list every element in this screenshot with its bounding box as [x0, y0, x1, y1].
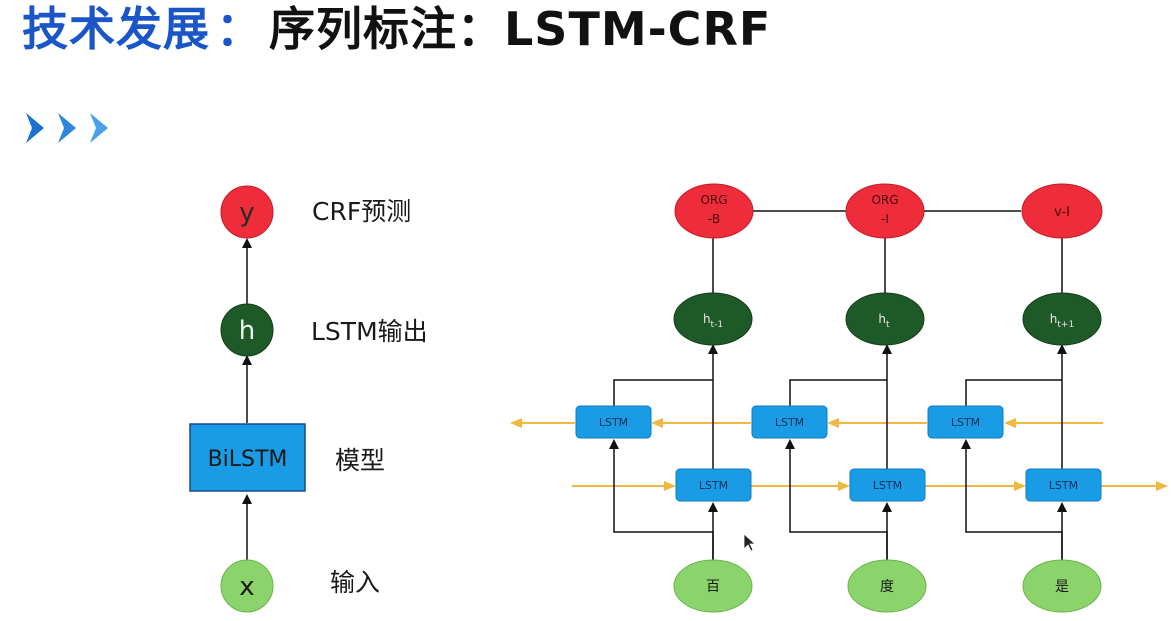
input-node — [847, 559, 927, 613]
forward-lstm-cells: LSTM LSTM LSTM — [675, 468, 1102, 502]
hidden-node — [845, 292, 925, 346]
legend-h-node — [220, 303, 274, 357]
legend-bilstm-box — [189, 423, 306, 492]
title-separator: ： — [216, 2, 263, 56]
title-highlight: 技术发展 — [22, 2, 210, 56]
input-node — [673, 559, 753, 613]
crf-output-nodes: ORG -B ORG -I v-I — [674, 183, 1103, 239]
lstm-cell — [927, 405, 1004, 439]
input-node-label: 度 — [880, 579, 894, 595]
page-title: 技术发展：序列标注：LSTM-CRF — [22, 0, 771, 60]
hidden-node-label: ht-1 — [703, 312, 723, 330]
lstm-cell — [751, 405, 828, 439]
crf-label: CRF预测 — [312, 197, 411, 226]
hidden-node — [1022, 292, 1102, 346]
hidden-node-label: ht+1 — [1050, 312, 1074, 330]
crf-node-line2: -I — [881, 212, 889, 226]
crf-node — [845, 183, 925, 239]
input-label: 输入 — [330, 568, 380, 597]
connectors — [609, 237, 1067, 561]
input-node-label: 百 — [706, 579, 720, 595]
hidden-state-nodes: ht-1 ht ht+1 — [673, 292, 1102, 346]
lstm-cell-label: LSTM — [599, 416, 628, 429]
lstm-cell — [575, 405, 652, 439]
lstm-cell-label: LSTM — [873, 479, 902, 492]
lstm-output-label: LSTM输出 — [311, 317, 428, 346]
title-text: 序列标注：LSTM-CRF — [269, 2, 772, 56]
legend-bilstm-text: BiLSTM — [208, 447, 288, 472]
lstm-cell-label: LSTM — [1049, 479, 1078, 492]
legend-y-node — [220, 185, 274, 239]
lstm-cell-label: LSTM — [951, 416, 980, 429]
chevron-bullets-icon — [26, 113, 108, 143]
lstm-cell — [849, 468, 926, 502]
hidden-node-label: ht — [878, 312, 890, 330]
legend-h-text: h — [239, 316, 255, 346]
input-nodes: 百 度 是 — [673, 559, 1102, 613]
legend-x-text: x — [239, 572, 254, 602]
backward-lstm-cells: LSTM LSTM LSTM — [575, 405, 1004, 439]
mouse-cursor-icon — [743, 533, 757, 552]
lstm-cell — [675, 468, 752, 502]
legend-x-node — [220, 559, 274, 613]
crf-node-line1: ORG — [871, 193, 898, 207]
lstm-cell-label: LSTM — [775, 416, 804, 429]
crf-node-line1: ORG — [700, 193, 727, 207]
crf-node-line1: v-I — [1054, 205, 1070, 220]
lstm-cell-label: LSTM — [699, 479, 728, 492]
legend-y-text: y — [239, 198, 254, 228]
hidden-node — [673, 292, 753, 346]
input-node-label: 是 — [1055, 579, 1069, 595]
input-node — [1022, 559, 1102, 613]
crf-node-line2: -B — [708, 212, 720, 226]
model-label: 模型 — [335, 446, 385, 475]
lstm-cell — [1025, 468, 1102, 502]
crf-node — [1021, 183, 1103, 239]
crf-node — [674, 183, 754, 239]
